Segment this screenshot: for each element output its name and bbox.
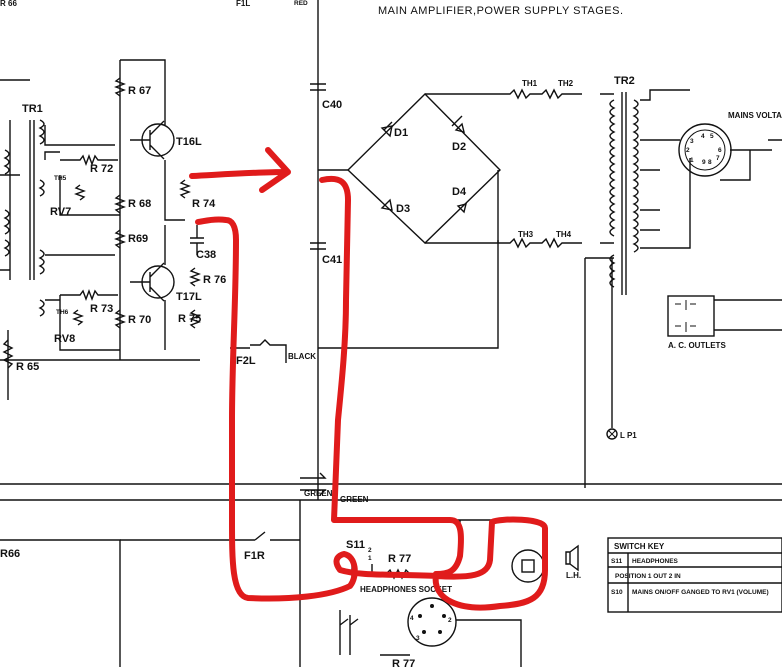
- label-r73: R 73: [90, 303, 113, 315]
- label-green-2: GREEN: [340, 495, 369, 504]
- label-d4: D4: [452, 186, 467, 198]
- label-r76: R 76: [203, 274, 226, 286]
- switch-key-desc-1: HEADPHONES: [632, 558, 679, 565]
- label-r66: R66: [0, 548, 20, 560]
- label-th4: TH4: [556, 230, 572, 239]
- label-th1: TH1: [522, 79, 538, 88]
- label-rv8: RV8: [54, 333, 75, 345]
- mains-voltage-selector: 345 2 6 1 7 98 MAINS VOLTAGE SELECTOR: [678, 111, 782, 177]
- label-r66-top: R 66: [0, 0, 17, 8]
- label-r69: R69: [128, 233, 148, 245]
- label-r67: R 67: [128, 85, 151, 97]
- svg-text:8: 8: [708, 159, 712, 166]
- switch-key-desc-2: POSITION 1 OUT 2 IN: [615, 573, 681, 580]
- label-r68: R 68: [128, 198, 151, 210]
- transistor-t17: T17L: [130, 262, 202, 303]
- label-rv7: RV7: [50, 206, 71, 218]
- label-f2l: F2L: [236, 355, 256, 367]
- switch-key-title: SWITCH KEY: [614, 542, 665, 551]
- label-c38: C38: [196, 249, 216, 261]
- svg-text:5: 5: [710, 133, 714, 140]
- label-mains-voltage-selector: MAINS VOLTAGE SELECTOR: [728, 111, 782, 120]
- label-lh: L.H.: [566, 571, 581, 580]
- label-r70: R 70: [128, 314, 151, 326]
- svg-text:2: 2: [448, 617, 452, 624]
- label-red: RED: [294, 0, 308, 7]
- svg-text:6: 6: [718, 147, 722, 154]
- lamp-lp1: L P1: [606, 428, 637, 440]
- tr1-transformer: TR1: [3, 103, 45, 317]
- label-th6: TH6: [56, 309, 69, 316]
- switch-key-table: SWITCH KEY S11 HEADPHONES POSITION 1 OUT…: [607, 537, 782, 613]
- label-lp1: L P1: [620, 431, 637, 440]
- label-green-1: GREEN: [304, 489, 333, 498]
- svg-text:7: 7: [716, 155, 720, 162]
- svg-text:2: 2: [368, 547, 372, 554]
- label-c41: C41: [322, 254, 342, 266]
- label-d2: D2: [452, 141, 466, 153]
- label-black: BLACK: [288, 352, 316, 361]
- label-r77-b: R 77: [392, 658, 415, 667]
- switch-key-desc-3: MAINS ON/OFF GANGED TO RV1 (VOLUME): [632, 589, 769, 596]
- label-s11: S11: [346, 539, 365, 551]
- label-f1l: F1L: [236, 0, 250, 8]
- switch-key-code-3: S10: [611, 589, 623, 596]
- label-tr1: TR1: [22, 103, 43, 115]
- svg-text:2: 2: [686, 147, 690, 154]
- bridge-rectifier: D1 D2 D3 D4: [346, 93, 501, 244]
- label-r74: R 74: [192, 198, 216, 210]
- ac-outlets: A. C. OUTLETS: [667, 295, 726, 350]
- svg-text:1: 1: [368, 555, 372, 562]
- label-r75: R 75: [178, 313, 201, 325]
- svg-text:4: 4: [410, 615, 414, 622]
- label-r65: R 65: [16, 361, 39, 373]
- label-t17: T17L: [176, 291, 202, 303]
- red-annotation: [189, 147, 548, 611]
- label-d1: D1: [394, 127, 408, 139]
- tr2-transformer: TR2: [609, 75, 639, 295]
- switch-key-code-1: S11: [611, 558, 623, 565]
- svg-text:3: 3: [416, 635, 420, 642]
- svg-text:9: 9: [702, 159, 706, 166]
- label-th3: TH3: [518, 230, 534, 239]
- svg-text:1: 1: [690, 157, 694, 164]
- diagram-title: MAIN AMPLIFIER,POWER SUPPLY STAGES.: [378, 5, 624, 17]
- label-c40: C40: [322, 99, 342, 111]
- label-r77: R 77: [388, 553, 411, 565]
- red-trace: [195, 175, 548, 611]
- label-r72: R 72: [90, 163, 113, 175]
- svg-text:4: 4: [701, 133, 705, 140]
- red-arrow: [189, 147, 291, 193]
- label-th2: TH2: [558, 79, 574, 88]
- label-ac-outlets: A. C. OUTLETS: [668, 341, 726, 350]
- label-t16: T16L: [176, 136, 202, 148]
- svg-text:3: 3: [690, 138, 694, 145]
- label-tr2: TR2: [614, 75, 635, 87]
- transistor-t16: T16L: [130, 120, 202, 160]
- label-f1r: F1R: [244, 550, 265, 562]
- headphones-socket-connector: 4 2 3: [407, 597, 457, 647]
- label-headphones-socket: HEADPHONES SOCKET: [360, 585, 452, 594]
- label-d3: D3: [396, 203, 410, 215]
